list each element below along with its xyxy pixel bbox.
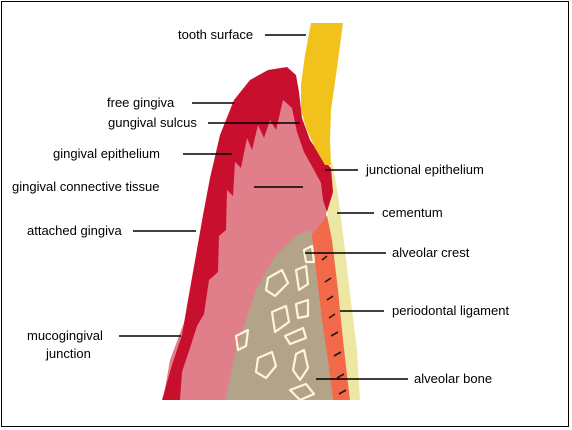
label-attached-gingiva: attached gingiva	[27, 223, 122, 238]
label-alveolar-crest: alveolar crest	[392, 245, 470, 260]
label-cementum: cementum	[382, 205, 443, 220]
label-mucogingival-line-1: mucogingival	[27, 328, 103, 343]
label-junctional-epithelium: junctional epithelium	[365, 162, 484, 177]
label-gingival-epithelium: gingival epithelium	[53, 146, 160, 161]
label-alveolar-bone: alveolar bone	[414, 371, 492, 386]
label-tooth-surface: tooth surface	[178, 27, 253, 42]
label-mucogingival-line-2: junction	[45, 346, 91, 361]
label-gingival-connective-tissue: gingival connective tissue	[12, 179, 159, 194]
label-free-gingiva: free gingiva	[107, 95, 175, 110]
label-periodontal-ligament: periodontal ligament	[392, 303, 509, 318]
label-gungival-sulcus: gungival sulcus	[108, 115, 197, 130]
